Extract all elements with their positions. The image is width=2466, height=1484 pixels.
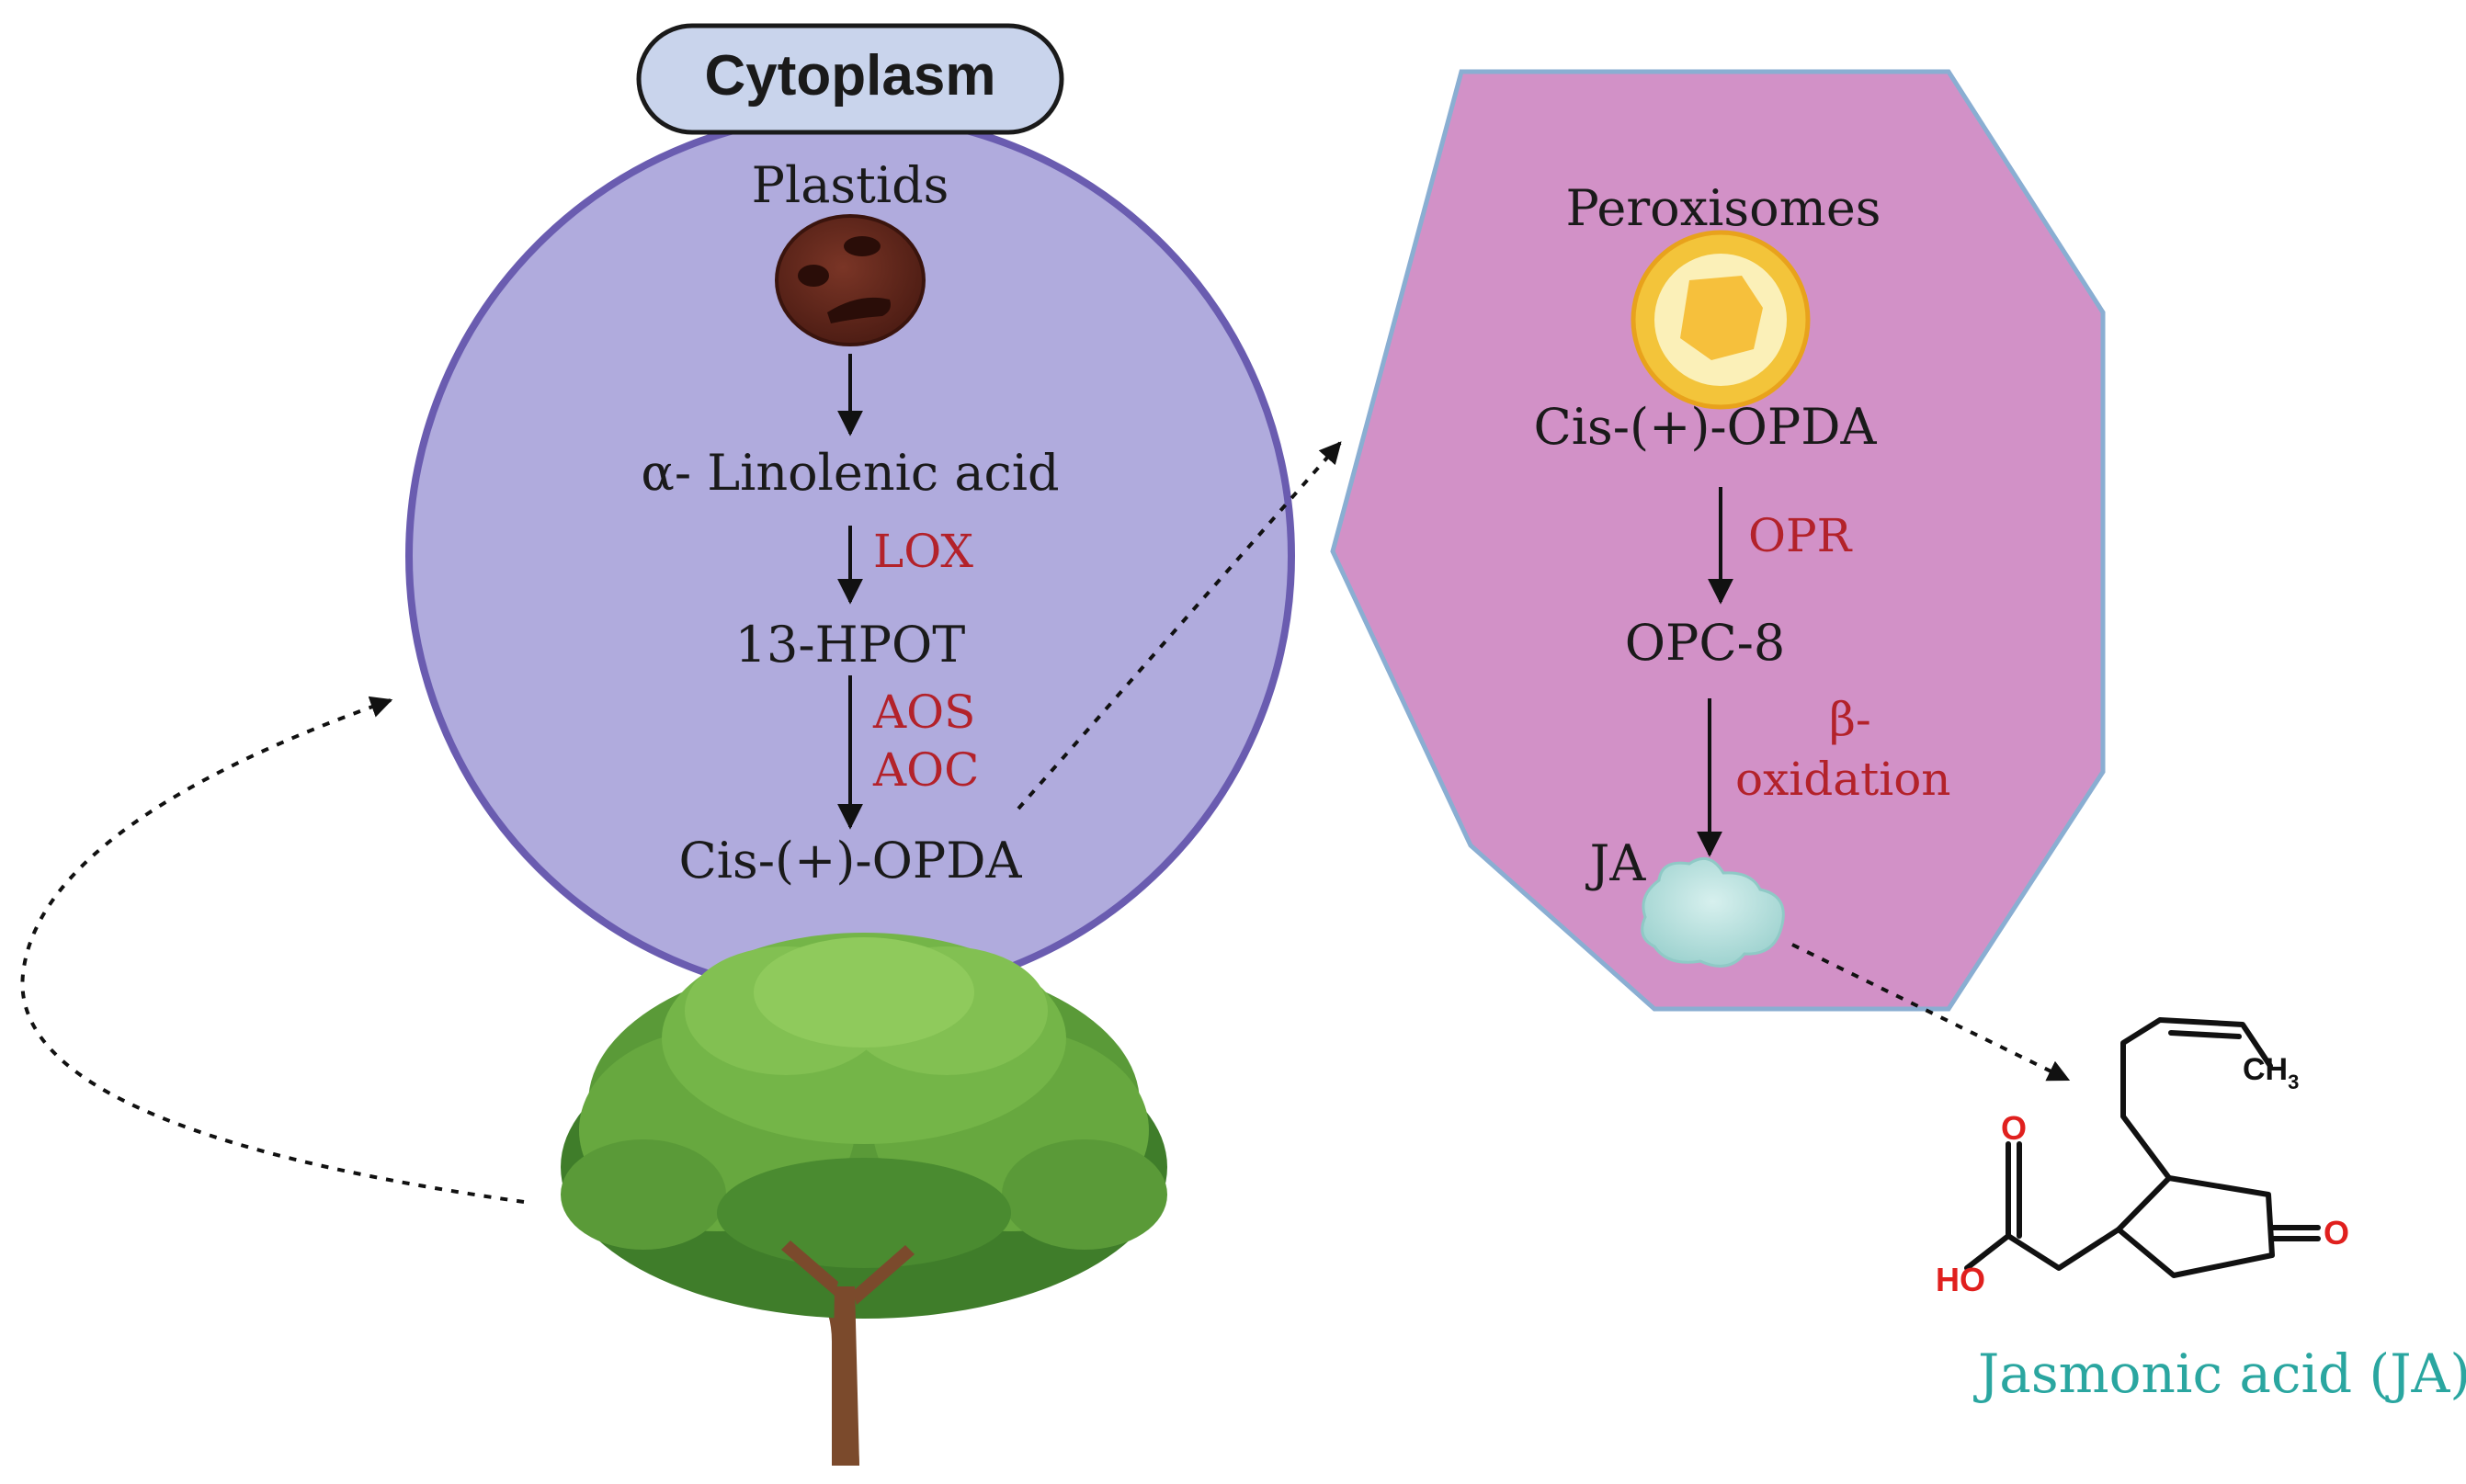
molecule-o-ketone: O [2324,1214,2349,1252]
connector-tree-to-plastid [20,696,525,1204]
molecule-ch3-subscript: 3 [2288,1071,2299,1093]
step-13-hpot: 13-HPOT [735,616,966,674]
step-cis-opda-peroxisome: Cis-(+)-OPDA [1533,398,1877,456]
molecule-ch3: CH3 [2243,1052,2299,1093]
enzyme-beta: β- [1829,693,1871,746]
jasmonic-acid-structure [1964,1017,2321,1278]
peroxisomes-label: Peroxisomes [1565,179,1881,237]
step-opc-8: OPC-8 [1625,614,1786,672]
cytoplasm-badge: Cytoplasm [636,23,1064,135]
jasmonic-acid-name: Jasmonic acid (JA) [1973,1342,2466,1405]
plastid-icon [775,214,926,346]
enzyme-aoc: AOC [872,743,979,797]
molecule-ho: HO [1936,1261,1985,1298]
plastids-label: Plastids [752,156,949,214]
peroxisome-icon [1631,230,1811,410]
enzyme-lox: LOX [873,525,973,578]
step-ja: JA [1585,834,1647,892]
peroxisome-compartment [1330,69,2106,1012]
enzyme-oxidation: oxidation [1735,753,1951,806]
step-cis-opda-plastid: Cis-(+)-OPDA [678,832,1022,889]
connector-ja-to-molecule [1791,943,2071,1082]
ja-blob-icon [1641,856,1785,968]
cytoplasm-label: Cytoplasm [705,44,996,108]
molecule-o-acid: O [2001,1109,2027,1147]
enzyme-aos: AOS [872,685,975,739]
enzyme-opr: OPR [1748,509,1853,562]
step-alpha-linolenic-acid: α- Linolenic acid [641,444,1059,502]
tree-icon [561,933,1167,1466]
